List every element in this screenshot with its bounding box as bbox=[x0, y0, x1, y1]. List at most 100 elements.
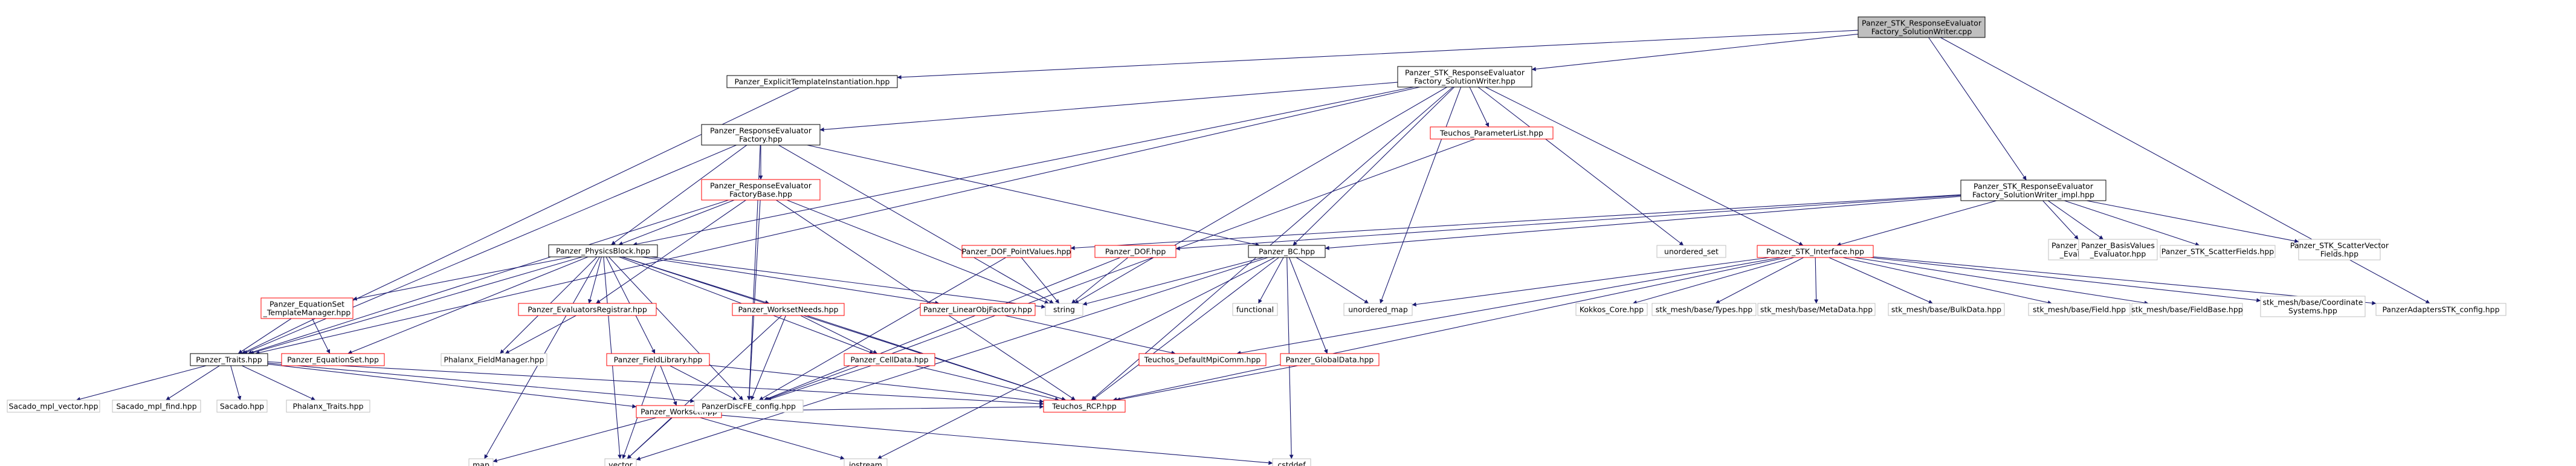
node-label: Sacado.hpp bbox=[220, 402, 264, 411]
edge-dof-to-string bbox=[1071, 257, 1129, 304]
node-linear-obj[interactable]: Panzer_LinearObjFactory.hpp bbox=[920, 303, 1036, 316]
node-label: Phalanx_FieldManager.hpp bbox=[444, 355, 544, 364]
node-unordered-set: unordered_set bbox=[1656, 245, 1726, 258]
node-box bbox=[468, 458, 494, 466]
edge-physics_block-to-traits bbox=[250, 256, 583, 355]
node-dof[interactable]: Panzer_DOF.hpp bbox=[1094, 245, 1177, 258]
node-label: Panzer_ResponseEvaluator bbox=[710, 181, 812, 190]
node-label: Fields.hpp bbox=[2320, 250, 2358, 259]
node-stk-field: stk_mesh/base/Field.hpp bbox=[2028, 303, 2131, 316]
edge-linear_obj-to-mpi_comm bbox=[1004, 315, 1176, 355]
edge-stk_interface-to-stk_types bbox=[1715, 257, 1804, 304]
edge-rewriter_hpp-to-unordered_set bbox=[1477, 86, 1684, 246]
edge-bc-to-unordered_map bbox=[1296, 257, 1369, 304]
edge-stk_interface-to-kokkos_core bbox=[1632, 257, 1795, 305]
edge-physics_block-to-eval_registrar bbox=[588, 256, 602, 304]
node-label: Factory_SolutionWriter_impl.hpp bbox=[1972, 190, 2094, 199]
node-label: Teuchos_ParameterList.hpp bbox=[1439, 129, 1543, 138]
edge-stk_interface-to-stk_config bbox=[1873, 256, 2377, 305]
node-stk-interface[interactable]: Panzer_STK_Interface.hpp bbox=[1757, 245, 1874, 258]
node-box bbox=[844, 353, 935, 366]
node-box bbox=[2375, 303, 2507, 316]
node-unordered-map: unordered_map bbox=[1343, 303, 1413, 316]
node-mpi-comm[interactable]: Teuchos_DefaultMpiComm.hpp bbox=[1138, 353, 1267, 366]
edge-worksetneeds-to-disc_config bbox=[751, 315, 786, 401]
node-box bbox=[1272, 458, 1311, 466]
node-label: Systems.hpp bbox=[2288, 306, 2337, 316]
node-field-manager: Phalanx_FieldManager.hpp bbox=[441, 353, 547, 366]
edge-traits-to-sacado_vector bbox=[76, 365, 207, 401]
node-rcp[interactable]: Teuchos_RCP.hpp bbox=[1043, 400, 1126, 413]
node-label: stk_mesh/base/Coordinate bbox=[2263, 298, 2363, 307]
edge-rewriter_impl-to-dof_point bbox=[1070, 194, 1961, 250]
edge-worksetneeds-to-cell_data bbox=[800, 315, 878, 354]
edge-worksetneeds-to-rcp bbox=[806, 315, 1067, 401]
node-cell-data[interactable]: Panzer_CellData.hpp bbox=[844, 353, 935, 366]
node-stk-types: stk_mesh/base/Types.hpp bbox=[1651, 303, 1757, 316]
edge-physics_block-to-disc_config bbox=[608, 256, 744, 401]
node-eqset[interactable]: Panzer_EquationSet.hpp bbox=[281, 353, 385, 366]
node-param-list[interactable]: Teuchos_ParameterList.hpp bbox=[1430, 126, 1554, 140]
node-cstddef: cstddef bbox=[1272, 458, 1311, 466]
node-worksetneeds[interactable]: Panzer_WorksetNeeds.hpp bbox=[732, 303, 845, 316]
node-traits[interactable]: Panzer_Traits.hpp bbox=[190, 353, 268, 366]
node-box bbox=[961, 245, 1071, 258]
node-box bbox=[1045, 303, 1083, 316]
node-label: Panzer_STK_ResponseEvaluator bbox=[1862, 19, 1982, 28]
node-box bbox=[1343, 303, 1413, 316]
edge-root-to-rewriter_hpp bbox=[1531, 33, 1859, 71]
node-label: Panzer_EvaluatorsRegistrar.hpp bbox=[528, 305, 647, 314]
edge-stk_interface-to-mpi_comm bbox=[1236, 257, 1781, 355]
node-rewriter-impl[interactable]: Panzer_STK_ResponseEvaluatorFactory_Solu… bbox=[1960, 180, 2106, 201]
edge-stk_interface-to-rcp bbox=[1112, 257, 1787, 402]
node-box bbox=[260, 297, 353, 319]
node-label: Panzer_ResponseEvaluator bbox=[710, 126, 812, 135]
edge-rewriter_impl-to-dof bbox=[1175, 195, 1961, 251]
edge-rewriter_impl-to-scatter_fields bbox=[2064, 200, 2200, 247]
node-box bbox=[1094, 245, 1177, 258]
node-global-data[interactable]: Panzer_GlobalData.hpp bbox=[1280, 353, 1380, 366]
edge-traits-to-phalanx_traits bbox=[242, 365, 316, 401]
edge-dof_point-to-disc_config bbox=[758, 257, 1006, 401]
edge-worksetneeds-to-vector bbox=[627, 315, 783, 459]
node-label: functional bbox=[1236, 305, 1274, 314]
edge-rewriter_hpp-to-physics_block bbox=[633, 86, 1414, 247]
node-label: Panzer_ExplicitTemplateInstantiation.hpp bbox=[734, 77, 889, 86]
node-explicit[interactable]: Panzer_ExplicitTemplateInstantiation.hpp bbox=[726, 75, 898, 88]
edge-bc-to-global_data bbox=[1288, 257, 1328, 354]
edge-physics_block-to-eqset bbox=[347, 256, 589, 354]
node-box bbox=[701, 179, 821, 201]
node-box bbox=[112, 400, 201, 413]
node-label: Sacado_mpl_find.hpp bbox=[116, 402, 196, 411]
node-eqset-tm[interactable]: Panzer_EquationSet_TemplateManager.hpp bbox=[260, 297, 353, 319]
node-label: string bbox=[1053, 305, 1075, 314]
node-label: stk_mesh/base/Field.hpp bbox=[2033, 305, 2126, 314]
node-string: string bbox=[1045, 303, 1083, 316]
node-physics-block[interactable]: Panzer_PhysicsBlock.hpp bbox=[548, 244, 658, 257]
node-label: FactoryBase.hpp bbox=[729, 190, 792, 199]
node-box bbox=[1757, 303, 1876, 316]
edge-resp_factory-to-traits bbox=[243, 144, 737, 354]
edge-resp_factory_base-to-string bbox=[786, 199, 1049, 304]
edge-field_library-to-disc_config bbox=[670, 365, 737, 401]
node-map: map bbox=[468, 458, 494, 466]
node-scatter-fields: Panzer_STK_ScatterFields.hpp bbox=[2160, 245, 2276, 258]
edge-stk_interface-to-unordered_map bbox=[1412, 257, 1770, 307]
node-vector: vector bbox=[604, 458, 637, 466]
node-label: PanzerAdaptersSTK_config.hpp bbox=[2382, 305, 2499, 314]
node-eval-registrar[interactable]: Panzer_EvaluatorsRegistrar.hpp bbox=[518, 303, 657, 316]
node-root[interactable]: Panzer_STK_ResponseEvaluatorFactory_Solu… bbox=[1858, 16, 1986, 38]
node-box bbox=[701, 124, 821, 146]
node-field-library[interactable]: Panzer_FieldLibrary.hpp bbox=[606, 353, 710, 366]
node-dof-point[interactable]: Panzer_DOF_PointValues.hpp bbox=[961, 245, 1071, 258]
node-sacado-vector: Sacado_mpl_vector.hpp bbox=[7, 400, 100, 413]
node-phalanx-traits: Phalanx_Traits.hpp bbox=[286, 400, 370, 413]
node-rewriter-hpp[interactable]: Panzer_STK_ResponseEvaluatorFactory_Solu… bbox=[1397, 66, 1532, 88]
node-label: Panzer_EquationSet.hpp bbox=[287, 355, 379, 364]
node-bc[interactable]: Panzer_BC.hpp bbox=[1248, 245, 1326, 258]
node-label: PanzerDiscFE_config.hpp bbox=[702, 402, 796, 411]
edge-eqset_tm-to-traits bbox=[237, 318, 292, 354]
